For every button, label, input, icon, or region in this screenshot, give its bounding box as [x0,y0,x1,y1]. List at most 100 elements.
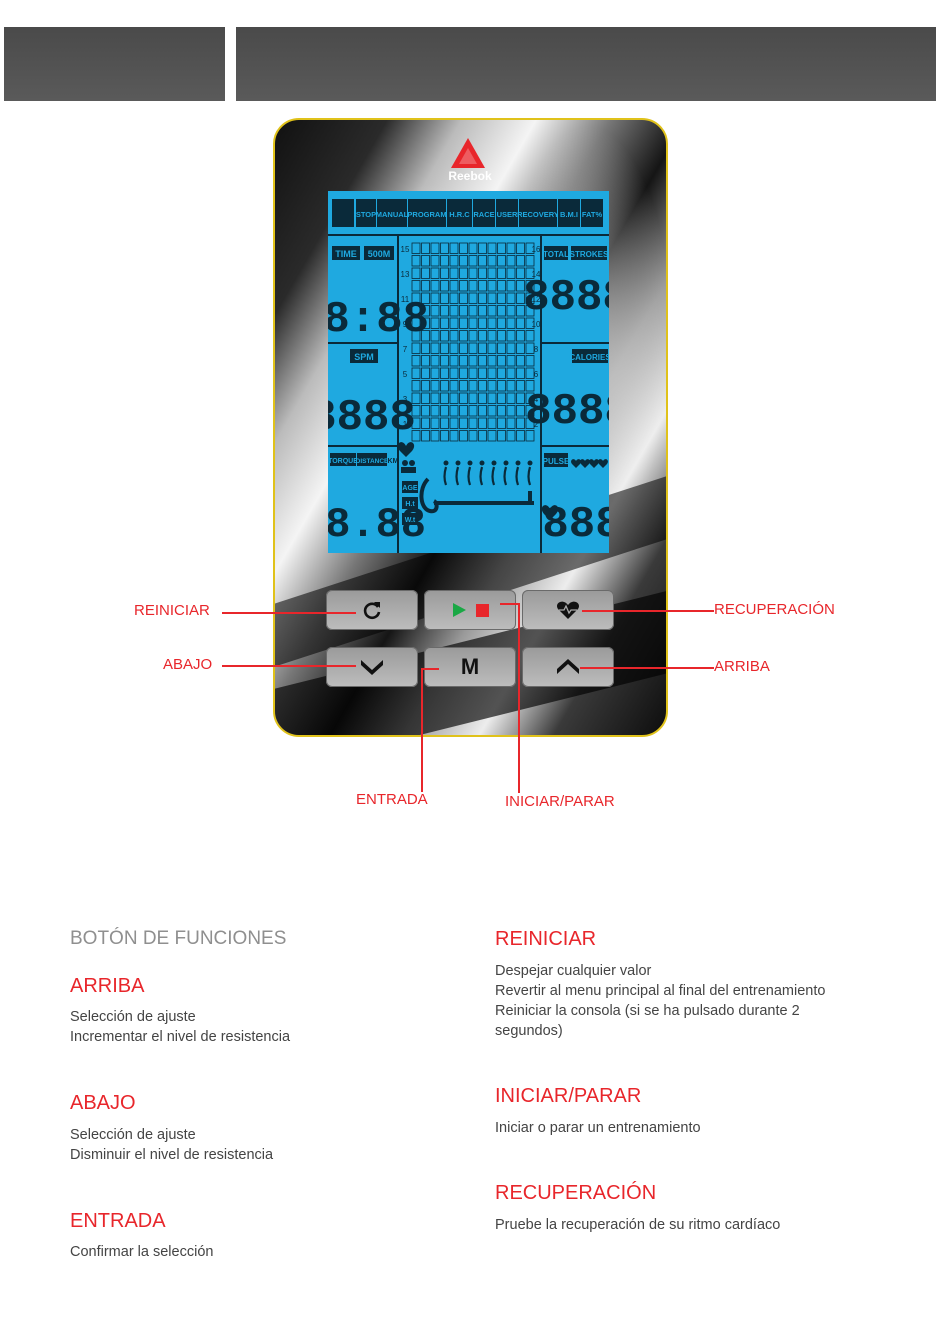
lcd-height-label: H.t [405,501,415,508]
down-button[interactable] [326,647,418,687]
enter-button[interactable]: M [424,647,516,687]
lcd-time-label: TIME 500M [332,246,394,260]
lcd-mode-label: RACE [473,210,494,219]
lcd-mode-label: PROGRAM [407,210,446,219]
lcd-scale-tick: 5 [403,370,408,379]
callout-line-enter-h [421,668,439,670]
lcd-mode-race [473,199,495,227]
lcd-scale-tick: 6 [534,370,539,379]
lcd-rower-figure [491,460,497,466]
callout-line-recovery [582,610,714,612]
heart-pulse-icon [557,601,579,619]
lcd-program-grid [411,242,535,442]
lcd-mode-label: MANUAL [376,210,409,219]
lcd-mode-hrc [447,199,472,227]
callout-recovery: RECUPERACIÓN [714,601,835,618]
lcd-mode-recovery [519,199,557,227]
lcd-heart-zone-icon [589,459,599,468]
lcd-rower-figure [503,460,509,466]
section-recovery-title: RECUPERACIÓN [495,1182,657,1204]
lcd-scale-tick: 14 [532,270,541,279]
lcd-mode-user [496,199,518,227]
lcd-spm-digits: 8888 [328,393,416,443]
lcd-rower-mode-icon [332,199,354,227]
svg-text:500M: 500M [368,249,391,259]
lcd-torque-label: TORQUE [328,458,358,465]
section-enter-text: Confirmar la selección [70,1244,214,1260]
lcd-scale-tick: 9 [403,320,408,329]
lcd-km-label: KM [388,458,399,465]
lcd-rower-figure [443,460,449,466]
lcd-scale-tick: 3 [403,395,408,404]
lcd-rower-figure [479,460,485,466]
header-bar-right [236,27,936,101]
header-bar-left [4,27,225,101]
lcd-rower-figure [527,460,533,466]
lcd-calories-label: CALORIES [569,353,609,362]
callout-line-startstop [518,603,520,793]
lcd-mode-label: STOP [356,210,376,219]
lcd-age-label: AGE [402,485,418,492]
lcd-pulse-label: PULSE [543,457,570,466]
lcd-strokes-label: STROKES [570,250,609,259]
svg-text:TIME: TIME [335,249,357,259]
lcd-mode-stop [356,199,376,227]
lcd-rower-figure [515,460,521,466]
play-icon [452,603,466,617]
callout-down: ABAJO [163,656,213,673]
callout-enter: ENTRADA [356,791,428,808]
section-enter-title: ENTRADA [70,1210,166,1232]
section-recovery-text: Pruebe la recuperación de su ritmo cardí… [495,1217,781,1233]
brand-name: Reebok [448,169,492,183]
lcd-pulse-heart-icon [541,505,559,520]
functions-heading: BOTÓN DE FUNCIONES [70,928,287,949]
lcd-heart-zone-icon [580,459,590,468]
section-start-stop-text: Iniciar o parar un entrenamiento [495,1120,701,1136]
callout-line-up [580,667,714,669]
lcd-scale-tick: 4 [534,395,539,404]
section-start-stop-title: INICIAR/PARAR [495,1085,642,1107]
lcd-spm-label: SPM [354,352,374,362]
lcd-scale-tick: 16 [532,245,541,254]
lcd-scale-tick: 13 [401,270,410,279]
lcd-pulse-digits: 888 [542,500,609,550]
chevron-down-icon [361,660,383,675]
lcd-mode-bmi [558,199,580,227]
lcd-rower-figure [467,460,473,466]
section-reset-title: REINICIAR [495,928,597,950]
lcd-total-label: TOTAL [543,250,569,259]
lcd-distance-label: DISTANCE [356,458,389,465]
reset-button[interactable] [326,590,418,630]
lcd-mode-label: B.M.I [560,210,578,219]
lcd-heart-zone-icon [598,459,608,468]
lcd-scale-tick: 1 [403,420,408,429]
lcd-mode-label: FAT% [582,210,603,219]
lcd-mode-manual [377,199,407,227]
start-stop-button[interactable] [424,590,516,630]
reebok-logo-icon [451,138,485,168]
chevron-up-icon [557,659,579,674]
callout-line-down [222,665,356,667]
section-down-title: ABAJO [70,1092,136,1114]
lcd-rower-figures [443,460,533,486]
lcd-mode-label: H.R.C [449,210,470,219]
lcd-scale-tick: 11 [401,295,410,304]
lcd-scale-tick: 7 [403,345,408,354]
section-up-title: ARRIBA [70,975,145,997]
lcd-mode-program [408,199,446,227]
lcd-scale-tick: 10 [532,320,541,329]
lcd-weight-label: W.t [405,517,416,524]
callout-start-stop: INICIAR/PARAR [505,793,615,810]
lcd-heart-zone-icon [571,459,581,468]
refresh-icon [363,602,381,620]
callout-line-startstop-h [500,603,519,605]
lcd-scale-tick: 2 [534,420,539,429]
